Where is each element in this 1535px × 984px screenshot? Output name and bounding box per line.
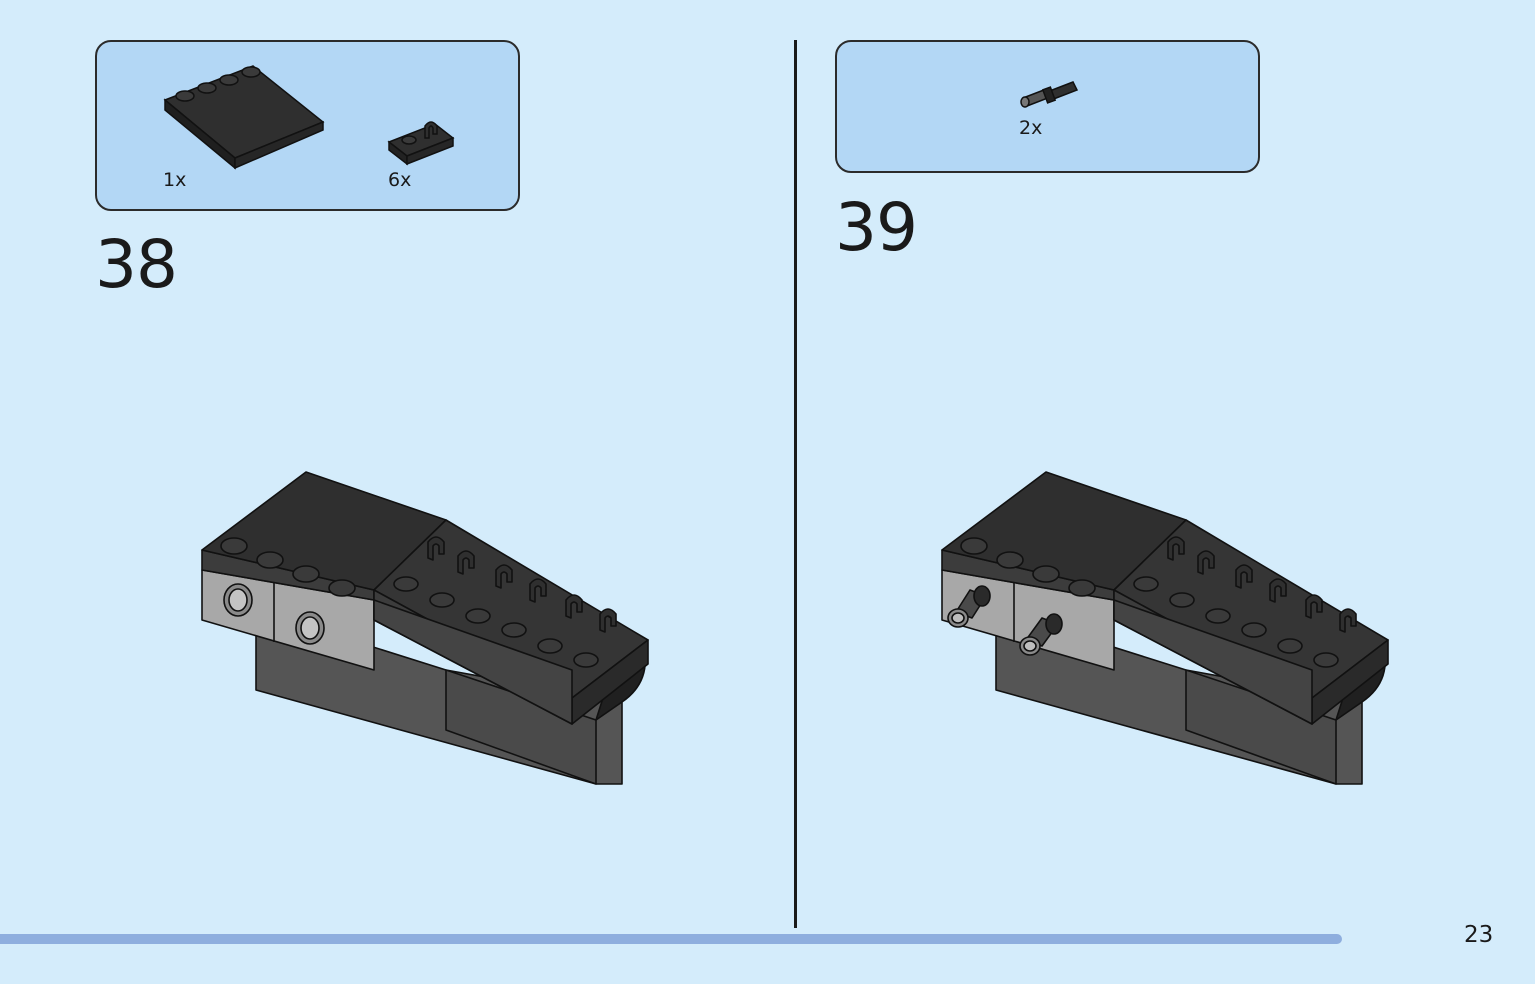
step-number: 38: [95, 226, 178, 303]
step-38-assembly-model: [201, 471, 649, 785]
step-number: 39: [835, 189, 918, 266]
page-divider: [794, 40, 797, 928]
part-qty: 6x: [388, 169, 412, 191]
black-plate-with-clip-icon: [387, 121, 455, 166]
black-4x4-tile-icon: [163, 65, 325, 170]
page-number: 23: [1464, 922, 1494, 948]
step-39-assembly-model: [941, 471, 1389, 785]
part-qty: 1x: [163, 169, 187, 191]
parts-box-step-38: 1x 6x: [95, 40, 520, 211]
progress-bar: [0, 934, 1435, 944]
black-technic-pin-icon: [1020, 81, 1079, 108]
progress-bar-fill: [0, 934, 1342, 944]
part-qty: 2x: [1019, 117, 1043, 139]
parts-box-step-39: 2x: [835, 40, 1260, 173]
